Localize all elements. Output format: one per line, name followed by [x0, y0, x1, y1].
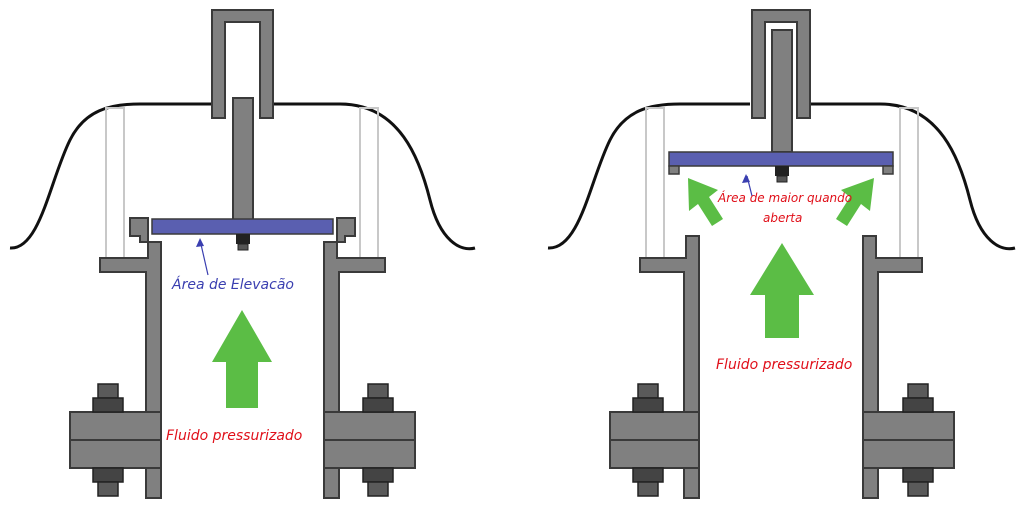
fluid-label: Fluido pressurizado — [166, 428, 302, 444]
bonnet-curve — [9, 102, 476, 251]
lift-area-pointer — [742, 174, 753, 197]
guide-post-left — [645, 107, 665, 259]
disc-nut — [236, 234, 250, 244]
guide-post-left — [105, 107, 125, 259]
lift-area-pointer — [196, 238, 209, 276]
bolt-left-bottom — [92, 467, 124, 497]
disc-nut-lower — [237, 243, 249, 251]
bolt-right-bottom — [902, 467, 934, 497]
bolt-left-bottom — [632, 467, 664, 497]
nozzle-right-wall — [323, 241, 386, 499]
bonnet-curve — [547, 102, 1016, 251]
disc-nut — [775, 166, 789, 176]
disc-lip-right — [882, 165, 894, 175]
fluid-label: Fluido pressurizado — [716, 357, 852, 373]
lift-area-label: Área de Elevacão — [171, 276, 294, 293]
valve-open-diagram: Área de maior quando aberta Fluido press… — [547, 9, 1016, 499]
guide-post-right — [899, 107, 919, 259]
pressure-arrow-diagonal-right — [836, 178, 874, 226]
body-right — [336, 217, 356, 243]
pressure-arrow — [750, 243, 814, 338]
disc-nut-lower — [776, 175, 788, 183]
bolt-right-bottom — [362, 467, 394, 497]
bolt-left-top — [92, 383, 124, 413]
bolt-left-top — [632, 383, 664, 413]
lift-area-label-line2: aberta — [763, 211, 802, 225]
bolt-right-top — [362, 383, 394, 413]
stem — [232, 97, 254, 221]
nozzle-left-wall — [99, 241, 162, 499]
body-left — [129, 217, 149, 243]
disc-lip-left — [668, 165, 680, 175]
stem — [771, 29, 793, 153]
lift-area-label-line1: Área de maior quando — [717, 190, 852, 205]
stem-cap — [211, 9, 274, 119]
pressure-arrow-diagonal-left — [688, 178, 723, 226]
valve-closed-diagram: Área de Elevacão Fluido pressurizado — [9, 9, 476, 499]
pressure-arrow — [212, 310, 272, 408]
bolt-right-top — [902, 383, 934, 413]
stem-cap — [751, 9, 811, 119]
valve-disc — [668, 151, 894, 167]
valve-disc — [151, 218, 334, 235]
guide-post-right — [359, 107, 379, 259]
